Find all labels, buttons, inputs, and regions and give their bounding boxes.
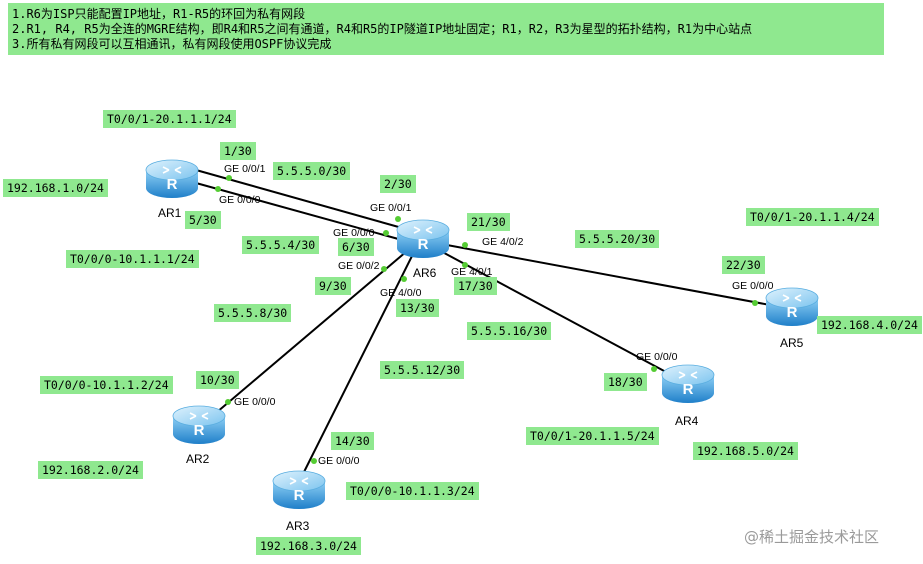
label-ar4-lan: 192.168.5.0/24	[693, 442, 798, 460]
port-dot	[311, 458, 317, 464]
label-ip-6-30: 6/30	[338, 238, 374, 256]
link-ar6-ar4	[419, 239, 667, 373]
router-ar4-icon[interactable]	[661, 364, 715, 404]
router-ar3-icon[interactable]	[272, 470, 326, 510]
link-ar1-ar6-a	[195, 169, 421, 234]
port-dot	[395, 216, 401, 222]
label-ip-17-30: 17/30	[454, 277, 497, 295]
label-net-5-5-5-0: 5.5.5.0/30	[273, 162, 351, 180]
port-ar6-ge000: GE 0/0/0	[333, 227, 375, 239]
label-ip-10-30: 10/30	[196, 371, 239, 389]
label-ar1-lan: 192.168.1.0/24	[3, 179, 108, 197]
label-ar3-lan: 192.168.3.0/24	[256, 537, 361, 555]
label-net-5-5-5-12: 5.5.5.12/30	[380, 361, 465, 379]
port-ar4-ge000: GE 0/0/0	[636, 351, 678, 363]
note-line-1: 1.R6为ISP只能配置IP地址，R1-R5的环回为私有网段	[12, 7, 306, 21]
router-ar1-icon[interactable]	[145, 159, 199, 199]
label-ar4-tunnel1: T0/0/1-20.1.1.5/24	[526, 427, 659, 445]
label-ar5-tunnel1: T0/0/1-20.1.1.4/24	[746, 208, 879, 226]
note-line-3: 3.所有私有网段可以互相通讯，私有网段使用OSPF协议完成	[12, 37, 332, 51]
port-ar6-ge001: GE 0/0/1	[370, 202, 412, 214]
port-dot	[401, 276, 407, 282]
label-ip-2-30: 2/30	[380, 175, 416, 193]
port-dot	[215, 186, 221, 192]
router-ar2-icon[interactable]	[172, 405, 226, 445]
port-ar1-ge000: GE 0/0/0	[219, 194, 261, 206]
port-dot	[381, 266, 387, 272]
port-ar6-ge402: GE 4/0/2	[482, 236, 524, 248]
requirements-note: 1.R6为ISP只能配置IP地址，R1-R5的环回为私有网段 2.R1, R4,…	[8, 3, 884, 55]
label-ip-22-30: 22/30	[722, 256, 765, 274]
port-dot	[225, 399, 231, 405]
label-net-5-5-5-16: 5.5.5.16/30	[467, 322, 552, 340]
link-ar6-ar3	[299, 239, 421, 481]
label-ip-9-30: 9/30	[315, 277, 351, 295]
port-ar3-ge000: GE 0/0/0	[318, 455, 360, 467]
label-ip-21-30: 21/30	[467, 213, 510, 231]
label-ip-14-30: 14/30	[331, 432, 374, 450]
port-ar6-ge401: GE 4/0/1	[451, 266, 493, 278]
router-ar6-icon[interactable]	[396, 219, 450, 259]
port-dot	[462, 262, 468, 268]
router-name-ar6: AR6	[413, 266, 437, 280]
port-dot	[383, 230, 389, 236]
label-ar5-lan: 192.168.4.0/24	[817, 316, 922, 334]
port-ar5-ge000: GE 0/0/0	[732, 280, 774, 292]
router-name-ar3: AR3	[286, 519, 310, 533]
label-ip-5-30: 5/30	[185, 211, 221, 229]
port-ar1-ge001: GE 0/0/1	[224, 163, 266, 175]
router-name-ar2: AR2	[186, 452, 210, 466]
port-dot	[226, 175, 232, 181]
router-ar5-icon[interactable]	[765, 287, 819, 327]
router-name-ar4: AR4	[675, 414, 699, 428]
port-dot	[462, 242, 468, 248]
label-ar2-tunnel0: T0/0/0-10.1.1.2/24	[40, 376, 173, 394]
watermark: @稀土掘金技术社区	[744, 528, 880, 546]
label-ar2-lan: 192.168.2.0/24	[38, 461, 143, 479]
port-ar6-ge002: GE 0/0/2	[338, 260, 380, 272]
label-ar1-tunnel0: T0/0/0-10.1.1.1/24	[66, 250, 199, 268]
port-ar2-ge000: GE 0/0/0	[234, 396, 276, 408]
label-ip-18-30: 18/30	[604, 373, 647, 391]
router-name-ar5: AR5	[780, 336, 804, 350]
link-ar1-ar6-b	[195, 182, 421, 246]
port-dot	[752, 300, 758, 306]
label-net-5-5-5-4: 5.5.5.4/30	[242, 236, 320, 254]
link-ar6-ar2	[209, 239, 421, 419]
label-ar3-tunnel0: T0/0/0-10.1.1.3/24	[346, 482, 479, 500]
label-ar1-tunnel1: T0/0/1-20.1.1.1/24	[103, 110, 236, 128]
link-ar6-ar5	[419, 239, 771, 306]
note-line-2: 2.R1, R4, R5为全连的MGRE结构，即R4和R5之间有通道，R4和R5…	[12, 22, 753, 36]
port-ar6-ge400: GE 4/0/0	[380, 287, 422, 299]
label-ip-13-30: 13/30	[396, 299, 439, 317]
port-dot	[651, 366, 657, 372]
label-ip-1-30: 1/30	[220, 142, 256, 160]
router-name-ar1: AR1	[158, 206, 182, 220]
label-net-5-5-5-8: 5.5.5.8/30	[214, 304, 292, 322]
label-net-5-5-5-20: 5.5.5.20/30	[575, 230, 660, 248]
port-dots	[215, 175, 758, 464]
